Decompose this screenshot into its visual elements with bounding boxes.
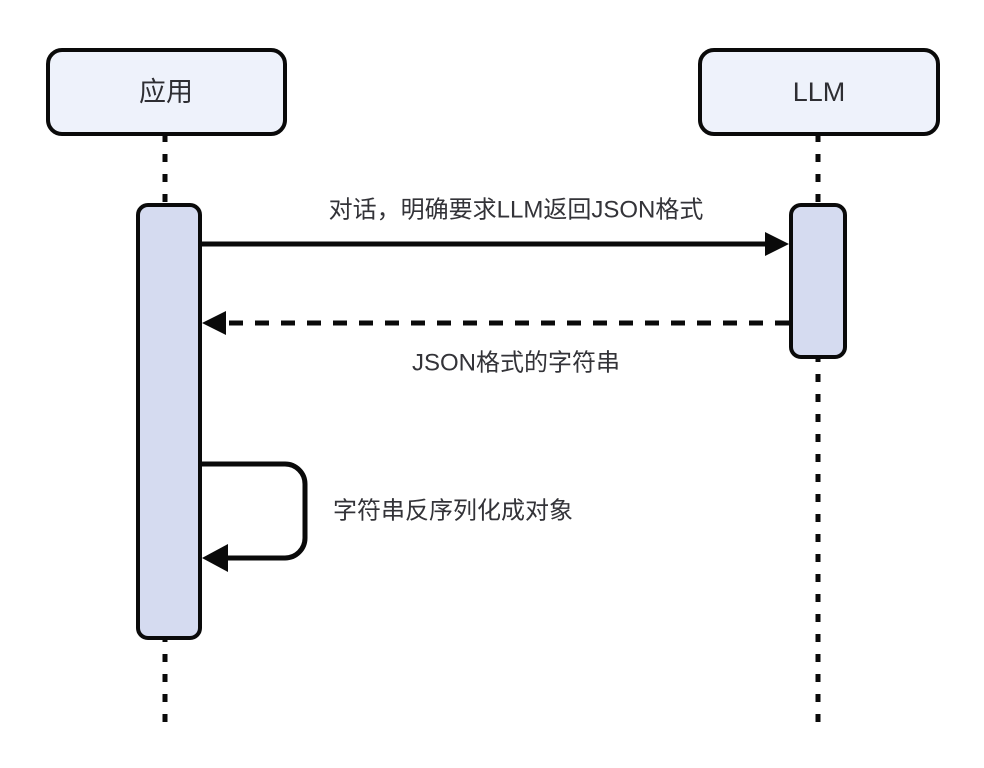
message-response[interactable] xyxy=(202,311,789,335)
participant-llm-box xyxy=(698,48,940,136)
arrowhead-right-icon xyxy=(765,232,789,256)
participant-app-box xyxy=(46,48,287,136)
message-request[interactable] xyxy=(202,232,789,256)
participant-app[interactable]: 应用 xyxy=(46,48,287,136)
participant-app-label: 应用 xyxy=(139,77,193,107)
activation-bar-app[interactable] xyxy=(136,203,202,640)
message-response-label: JSON格式的字符串 xyxy=(412,349,620,376)
message-self-loop-path xyxy=(202,461,308,561)
message-self-deserialize[interactable] xyxy=(202,461,308,572)
participant-llm[interactable]: LLM xyxy=(698,48,940,136)
message-self-deserialize-label: 字符串反序列化成对象 xyxy=(333,497,573,524)
message-request-label: 对话，明确要求LLM返回JSON格式 xyxy=(329,196,704,223)
arrowhead-self-left-icon xyxy=(202,544,228,572)
activation-bar-llm[interactable] xyxy=(789,203,847,359)
arrowhead-left-icon xyxy=(202,311,226,335)
participant-llm-label: LLM xyxy=(793,77,846,107)
